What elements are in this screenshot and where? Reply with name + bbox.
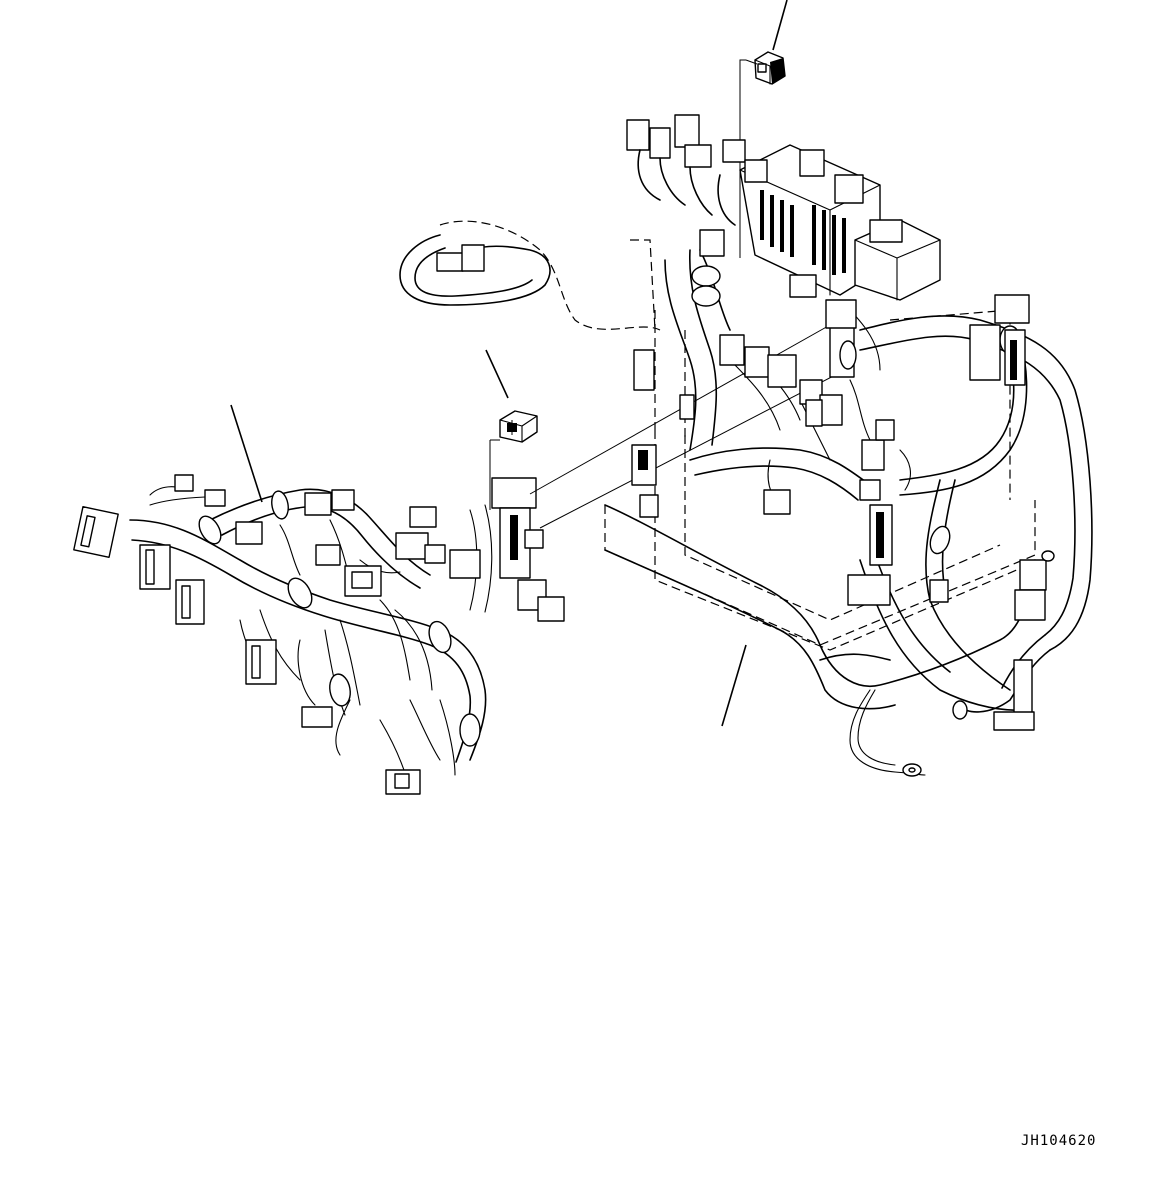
leader-line-left-harness (231, 405, 262, 502)
drawing-reference-code: JH104620 (1021, 1133, 1097, 1149)
leader-line-relay-callout (486, 350, 508, 398)
right-wiring-harness (400, 221, 1092, 776)
relay-callout-part (490, 411, 537, 510)
fuse-relay-box (627, 115, 940, 300)
left-wiring-harness (74, 475, 564, 794)
leader-lines (231, 0, 787, 726)
left-harness-connectors (74, 475, 564, 794)
leader-line-right-harness (722, 645, 746, 726)
fuse-slots (760, 190, 846, 275)
leader-line-fuse-callout (773, 0, 787, 50)
fuse-callout-part (740, 52, 785, 258)
right-harness-connectors (632, 230, 1054, 730)
